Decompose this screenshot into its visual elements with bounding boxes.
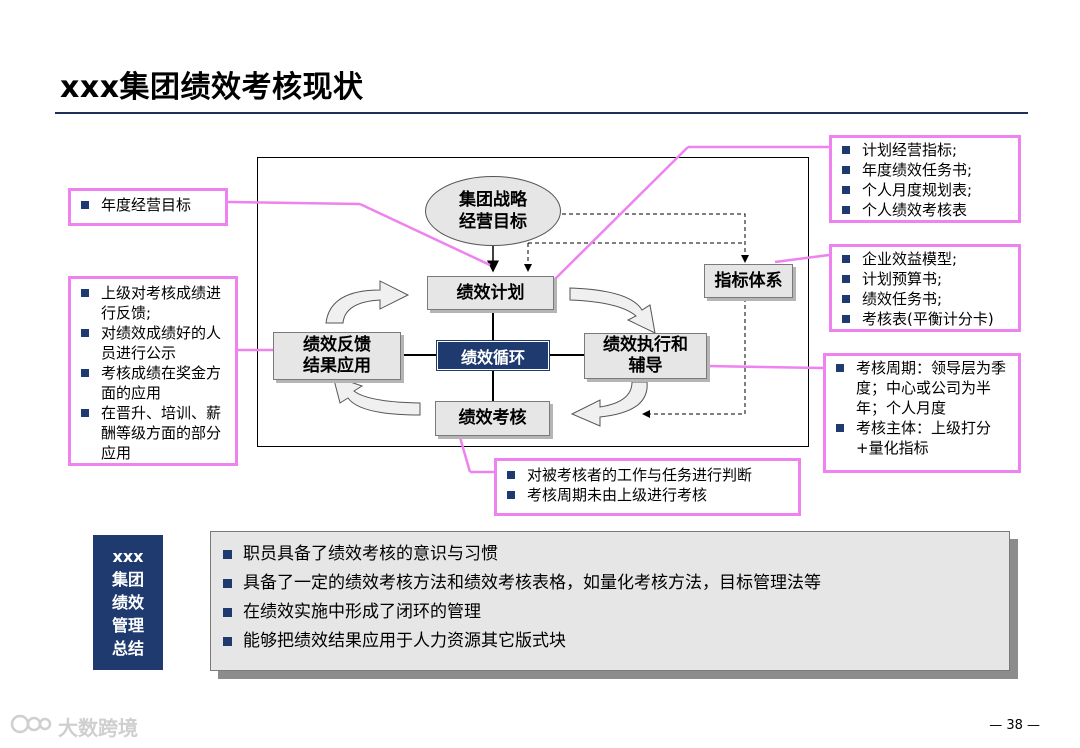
- summary-item: 能够把绩效结果应用于人力资源其它版式块: [223, 627, 997, 656]
- page-number: — 38 —: [989, 718, 1040, 733]
- callout-item: 绩效任务书;: [842, 289, 1010, 309]
- watermark: 大数跨境: [10, 712, 138, 741]
- callout-item: 个人绩效考核表: [842, 200, 1010, 220]
- cycle-center: 绩效循环: [436, 340, 550, 371]
- callout-annual-target: 年度经营目标: [68, 188, 228, 226]
- callout-feedback-items: 上级对考核成绩进行反馈; 对绩效成绩好的人员进行公示 考核成绩在奖金方面的应用 …: [68, 276, 238, 466]
- page-title: xxx集团绩效考核现状: [60, 70, 364, 105]
- callout-item: 考核主体：上级打分+量化指标: [836, 418, 1010, 458]
- callout-item: 在晋升、培训、薪酬等级方面的部分应用: [81, 403, 229, 463]
- callout-item: 计划经营指标;: [842, 140, 1010, 160]
- summary-item: 职员具备了绩效考核的意识与习惯: [223, 540, 997, 569]
- callout-execution-items: 考核周期：领导层为季度；中心或公司为半年；个人月度 考核主体：上级打分+量化指标: [823, 353, 1021, 473]
- strategy-goal-node: 集团战略 经营目标: [425, 176, 561, 246]
- title-divider: [55, 112, 1028, 114]
- callout-item: 考核成绩在奖金方面的应用: [81, 363, 229, 403]
- feedback-node: 绩效反馈 结果应用: [273, 332, 401, 380]
- callout-plan-docs: 计划经营指标; 年度绩效任务书; 个人月度规划表; 个人绩效考核表: [829, 135, 1021, 223]
- assessment-node: 绩效考核: [435, 401, 550, 436]
- callout-item: 个人月度规划表;: [842, 180, 1010, 200]
- summary-item: 在绩效实施中形成了闭环的管理: [223, 598, 997, 627]
- watermark-text: 大数跨境: [58, 716, 138, 740]
- summary-label: xxx 集团 绩效 管理 总结: [93, 535, 163, 670]
- callout-item: 计划预算书;: [842, 269, 1010, 289]
- callout-item: 对被考核者的工作与任务进行判断: [507, 465, 790, 485]
- summary-box: 职员具备了绩效考核的意识与习惯 具备了一定的绩效考核方法和绩效考核表格，如量化考…: [210, 531, 1010, 671]
- callout-item: 考核表(平衡计分卡): [842, 309, 1010, 329]
- summary-item: 具备了一定的绩效考核方法和绩效考核表格，如量化考核方法，目标管理法等: [223, 569, 997, 598]
- callout-indicator-docs: 企业效益模型; 计划预算书; 绩效任务书; 考核表(平衡计分卡): [829, 244, 1021, 332]
- callout-item: 年度经营目标: [81, 195, 217, 215]
- execution-node: 绩效执行和 辅导: [584, 333, 707, 379]
- callout-item: 企业效益模型;: [842, 249, 1010, 269]
- callout-assessment-items: 对被考核者的工作与任务进行判断 考核周期未由上级进行考核: [494, 458, 801, 516]
- indicator-system-node: 指标体系: [704, 264, 793, 298]
- watermark-logo-icon: [10, 712, 52, 741]
- plan-node: 绩效计划: [427, 276, 554, 310]
- callout-item: 对绩效成绩好的人员进行公示: [81, 323, 229, 363]
- callout-item: 考核周期：领导层为季度；中心或公司为半年；个人月度: [836, 358, 1010, 418]
- callout-item: 考核周期未由上级进行考核: [507, 485, 790, 505]
- callout-item: 上级对考核成绩进行反馈;: [81, 283, 229, 323]
- callout-item: 年度绩效任务书;: [842, 160, 1010, 180]
